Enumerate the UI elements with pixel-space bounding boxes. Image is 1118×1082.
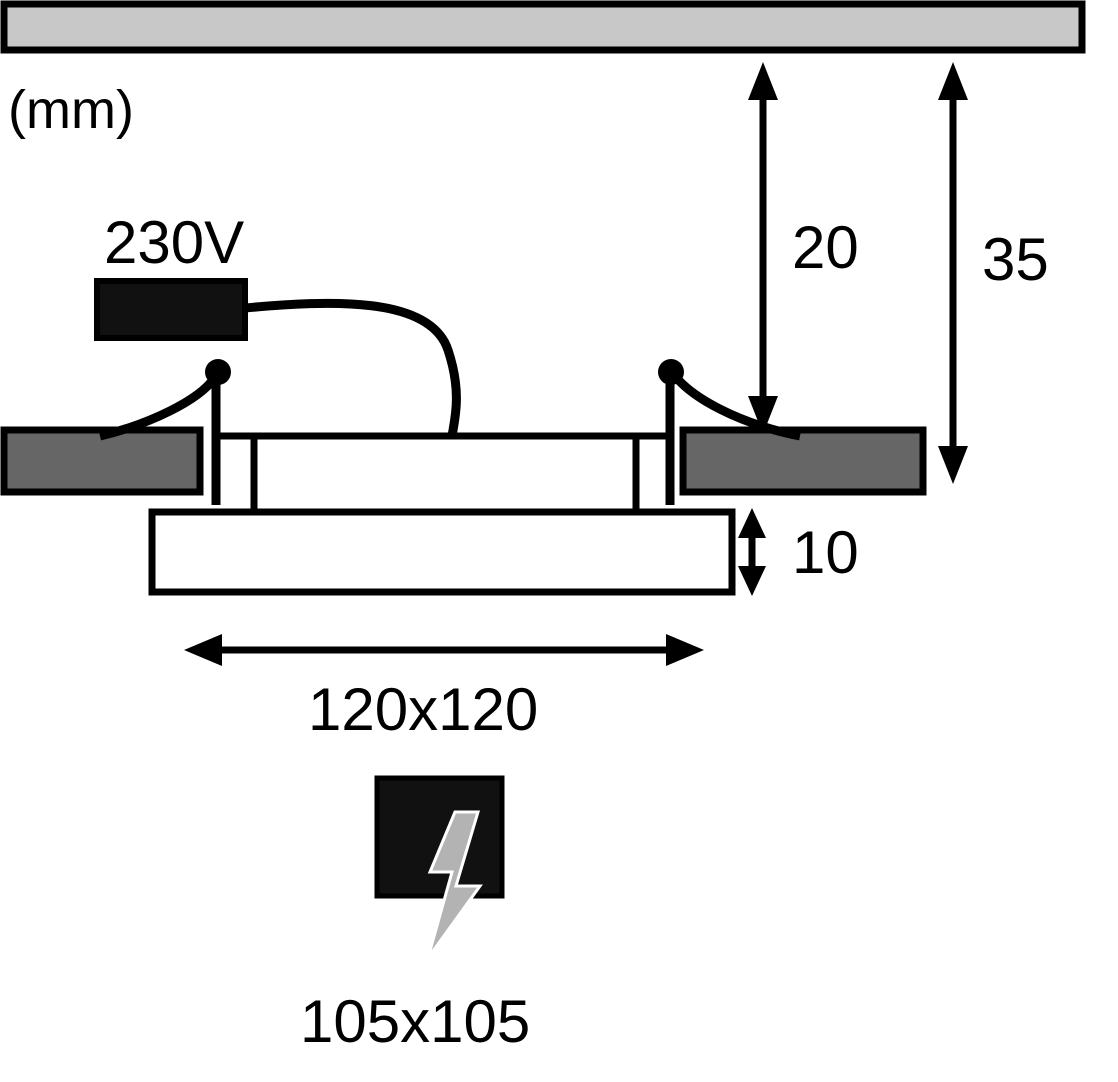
voltage-label: 230V bbox=[104, 209, 244, 276]
dimension-20-group bbox=[748, 62, 778, 434]
dimension-105-label: 105x105 bbox=[300, 988, 530, 1055]
dimension-20-label: 20 bbox=[792, 214, 859, 281]
lightning-bolt-icon bbox=[374, 775, 505, 959]
dimension-120-group bbox=[184, 634, 704, 666]
ceiling-slab bbox=[0, 0, 1086, 54]
unit-label: (mm) bbox=[8, 80, 134, 140]
spring-clip-left bbox=[0, 359, 231, 505]
dimension-10-group bbox=[738, 508, 766, 596]
dimension-120-label: 120x120 bbox=[308, 676, 538, 743]
spring-clip-right bbox=[658, 359, 927, 505]
dimension-35-group bbox=[938, 62, 968, 484]
dimension-35-label: 35 bbox=[982, 226, 1049, 293]
driver-box bbox=[94, 278, 248, 341]
panel-body bbox=[148, 508, 736, 596]
dimension-10-label: 10 bbox=[792, 519, 859, 586]
supply-cable bbox=[244, 298, 461, 437]
